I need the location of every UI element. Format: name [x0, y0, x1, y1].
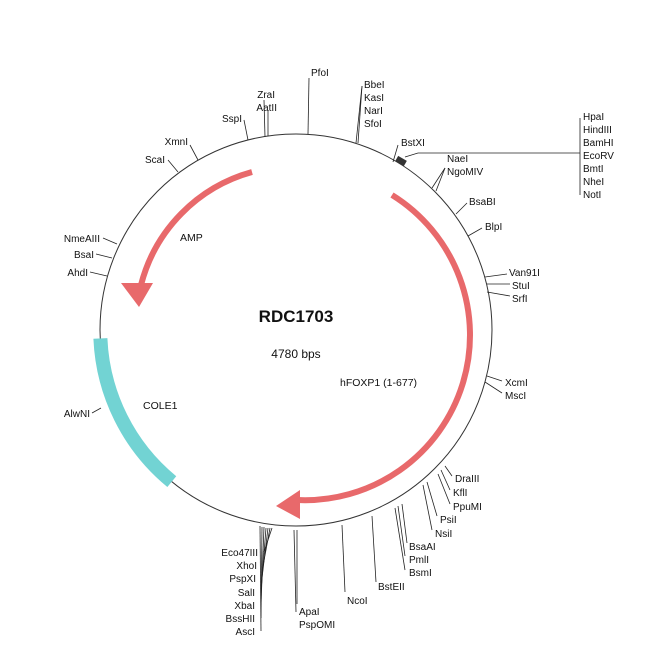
site-label-noti: NotI	[583, 190, 601, 201]
site-label-naei: NaeI	[447, 154, 468, 165]
site-label-xmni: XmnI	[165, 137, 188, 148]
site-label-bstxi: BstXI	[401, 138, 425, 149]
site-label-srfi: SrfI	[512, 294, 528, 305]
site-label-ecorv: EcoRV	[583, 151, 614, 162]
site-label-xcmi: XcmI	[505, 378, 528, 389]
site-label-pmli: PmlI	[409, 555, 429, 566]
site-label-ahdi: AhdI	[67, 268, 88, 279]
hfoxp1-label: hFOXP1 (1-677)	[340, 377, 417, 389]
site-label-zrai: ZraI	[257, 90, 275, 101]
site-label-pspxi: PspXI	[229, 574, 256, 585]
site-label-bbei: BbeI	[364, 80, 385, 91]
site-label-blpi: BlpI	[485, 222, 502, 233]
site-label-sspi: SspI	[222, 114, 242, 125]
site-label-eco47iii: Eco47III	[221, 548, 258, 559]
amp-label: AMP	[180, 232, 203, 244]
plasmid-size: 4780 bps	[271, 347, 320, 361]
plasmid-name: RDC1703	[259, 307, 334, 326]
site-label-bsabi: BsaBI	[469, 197, 496, 208]
site-label-nmeaiii: NmeAIII	[64, 234, 100, 245]
site-label-pspomi: PspOMI	[299, 620, 335, 631]
site-label-asci: AscI	[236, 627, 255, 638]
site-label-bsaai: BsaAI	[409, 542, 436, 553]
cole1-feature	[93, 338, 177, 488]
site-label-draiii: DraIII	[455, 474, 479, 485]
site-label-bamhi: BamHI	[583, 138, 614, 149]
site-label-aatii: AatII	[256, 103, 277, 114]
site-label-nsii: NsiI	[435, 529, 452, 540]
site-label-nari: NarI	[364, 106, 383, 117]
site-label-stui: StuI	[512, 281, 530, 292]
site-label-ppumi: PpuMI	[453, 502, 482, 513]
site-label-alwni: AlwNI	[64, 409, 90, 420]
mcs-marker	[395, 155, 407, 167]
site-label-apai: ApaI	[299, 607, 320, 618]
site-label-pfoi: PfoI	[311, 68, 329, 79]
site-label-nhei: NheI	[583, 177, 604, 188]
site-label-msci: MscI	[505, 391, 526, 402]
cole1-label: COLE1	[143, 400, 178, 412]
site-label-kfli: KflI	[453, 488, 467, 499]
site-label-bsteii: BstEII	[378, 582, 405, 593]
site-label-xbai: XbaI	[234, 601, 255, 612]
site-label-hindiii: HindIII	[583, 125, 612, 136]
plasmid-backbone	[99, 133, 493, 527]
site-label-xhoi: XhoI	[236, 561, 257, 572]
site-label-bsmi: BsmI	[409, 568, 432, 579]
site-label-scai: ScaI	[145, 155, 165, 166]
site-label-sfoi: SfoI	[364, 119, 382, 130]
site-label-kasi: KasI	[364, 93, 384, 104]
site-label-sali: SalI	[238, 588, 255, 599]
site-label-psii: PsiI	[440, 515, 457, 526]
amp-feature	[121, 169, 253, 307]
site-label-ncoi: NcoI	[347, 596, 368, 607]
site-label-bsshii: BssHII	[226, 614, 255, 625]
site-label-bmti: BmtI	[583, 164, 604, 175]
site-label-bsai: BsaI	[74, 250, 94, 261]
site-label-hpai: HpaI	[583, 112, 604, 123]
site-label-ngomiv: NgoMIV	[447, 167, 483, 178]
hfoxp1-feature	[276, 192, 473, 519]
site-label-van91i: Van91I	[509, 268, 540, 279]
